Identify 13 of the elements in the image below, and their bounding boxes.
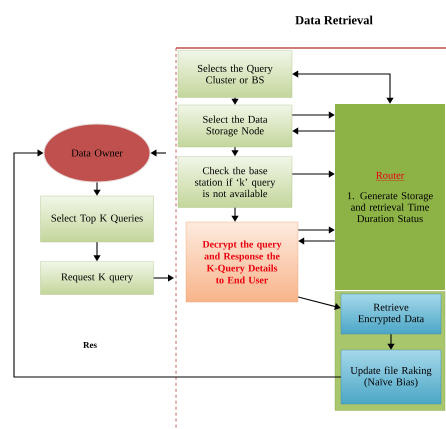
- title: Data Retrieval: [295, 16, 373, 24]
- process-box: Retrieve Encrypted Data: [340, 294, 442, 334]
- oval-node: Data Owner: [44, 124, 150, 182]
- arrow: [13, 149, 341, 378]
- router-box: Router 1. Generate Storage and retrieval Time Duration Status: [335, 104, 445, 290]
- process-box: Check the base station if ‘k’ query is not available: [178, 156, 292, 208]
- process-box: Selects the Query Cluster or BS: [178, 50, 292, 98]
- edge-label: Res: [82, 341, 98, 349]
- process-box: Select Top K Queries: [40, 196, 154, 242]
- process-box: Decrypt the query and Response the K-Query Details to End User: [186, 222, 298, 302]
- process-box: Update file Raking (Naïve Bias): [340, 350, 442, 404]
- process-box: Select the Data Storage Node: [178, 104, 292, 148]
- process-box: Request K query: [40, 261, 154, 295]
